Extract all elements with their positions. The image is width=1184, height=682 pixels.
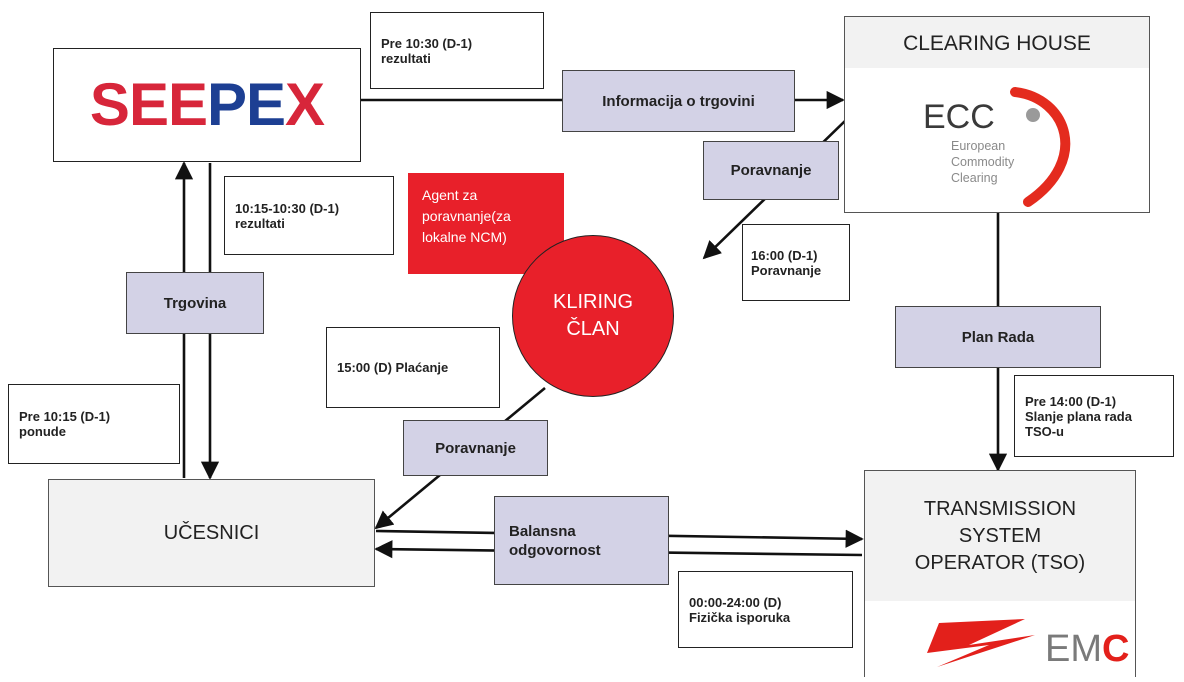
label-balansna-odgovornost: Balansna odgovornost bbox=[494, 496, 669, 585]
agent-line2: poravnanje(za bbox=[422, 208, 511, 224]
clearing-house-header: CLEARING HOUSE bbox=[844, 16, 1150, 70]
emc-logo-text: EMC bbox=[1045, 628, 1129, 670]
ecc-logo: ECC European Commodity Clearing bbox=[923, 87, 1071, 207]
note-pre-1400: Pre 14:00 (D-1) Slanje plana rada TSO-u bbox=[1014, 375, 1174, 457]
note-pre-1030-line2: rezultati bbox=[381, 50, 431, 66]
note-1600: 16:00 (D-1) Poravnanje bbox=[742, 224, 850, 301]
note-1015-1030-line2: rezultati bbox=[235, 215, 285, 231]
ecc-swoosh-icon bbox=[1010, 87, 1071, 207]
tso-box: TRANSMISSION SYSTEM OPERATOR (TSO) bbox=[864, 470, 1136, 602]
note-pre-1015-line1: Pre 10:15 (D-1) bbox=[19, 409, 111, 424]
note-0000-line1: 00:00-24:00 (D) bbox=[689, 594, 782, 610]
seepex-box: SEEPEX bbox=[53, 48, 361, 162]
ucesnici-box: UČESNICI bbox=[48, 479, 375, 587]
clearing-house-title: CLEARING HOUSE bbox=[903, 31, 1091, 55]
agent-line3: lokalne NCM) bbox=[422, 229, 507, 245]
agent-za-poravnanje: Agent za poravnanje(za lokalne NCM) bbox=[408, 173, 564, 274]
note-pre-1400-line3: TSO-u bbox=[1025, 423, 1064, 439]
balansna-line1: Balansna bbox=[509, 522, 576, 540]
seepex-logo-pe: PE bbox=[206, 71, 286, 138]
seepex-logo: SEEPEX bbox=[90, 75, 325, 135]
kliring-clan-circle: KLIRING ČLAN bbox=[512, 235, 674, 397]
tso-title-line3: OPERATOR (TSO) bbox=[914, 551, 1086, 574]
note-pre-1400-line1: Pre 14:00 (D-1) bbox=[1025, 393, 1117, 409]
ecc-line-1: European bbox=[951, 139, 1005, 153]
label-plan-rada: Plan Rada bbox=[895, 306, 1101, 368]
balansna-line2: odgovornost bbox=[509, 541, 601, 559]
tso-logo-box: EMC bbox=[864, 601, 1136, 677]
agent-line1: Agent za bbox=[422, 187, 478, 203]
note-1015-1030-line1: 10:15-10:30 (D-1) bbox=[235, 200, 340, 216]
kliring-line1: KLIRING bbox=[552, 291, 634, 313]
tso-title-line2: SYSTEM bbox=[958, 524, 1042, 547]
note-1015-1030: 10:15-10:30 (D-1) rezultati bbox=[224, 176, 394, 255]
note-0000-2400: 00:00-24:00 (D) Fizička isporuka bbox=[678, 571, 853, 648]
label-informacija-o-trgovini: Informacija o trgovini bbox=[562, 70, 795, 132]
note-1600-line2: Poravnanje bbox=[751, 262, 822, 278]
seepex-logo-x: X bbox=[285, 71, 325, 138]
ecc-dot-icon bbox=[1026, 108, 1040, 122]
note-1500-text: 15:00 (D) Plaćanje bbox=[337, 360, 449, 375]
label-trgovina: Trgovina bbox=[126, 272, 264, 334]
note-pre-1400-line2: Slanje plana rada bbox=[1025, 408, 1132, 424]
label-poravnanje-bottom: Poravnanje bbox=[403, 420, 548, 476]
ecc-line-3: Clearing bbox=[951, 171, 998, 185]
note-1600-line1: 16:00 (D-1) bbox=[751, 247, 818, 263]
note-pre-1015: Pre 10:15 (D-1) ponude bbox=[8, 384, 180, 464]
seepex-logo-see: SEE bbox=[89, 71, 208, 138]
emc-lightning-icon bbox=[927, 619, 1035, 667]
clearing-house-logo-box: ECC European Commodity Clearing bbox=[844, 68, 1150, 213]
tso-title-line1: TRANSMISSION bbox=[923, 497, 1077, 520]
note-0000-line2: Fizička isporuka bbox=[689, 609, 791, 625]
ecc-logo-text: ECC bbox=[923, 98, 995, 136]
emc-logo: EMC bbox=[927, 619, 1129, 670]
note-pre-1030: Pre 10:30 (D-1) rezultati bbox=[370, 12, 544, 89]
kliring-line2: ČLAN bbox=[566, 318, 620, 340]
label-poravnanje-top: Poravnanje bbox=[703, 141, 839, 200]
ecc-line-2: Commodity bbox=[951, 155, 1015, 169]
note-1500: 15:00 (D) Plaćanje bbox=[326, 327, 500, 408]
note-pre-1030-line1: Pre 10:30 (D-1) bbox=[381, 35, 473, 51]
note-pre-1015-line2: ponude bbox=[19, 424, 66, 439]
